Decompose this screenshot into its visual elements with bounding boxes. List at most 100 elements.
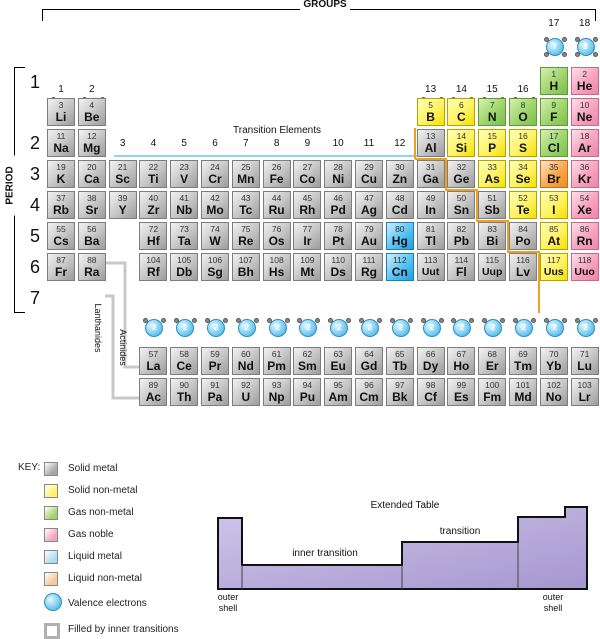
element-cell-pm[interactable]: 61Pm [262, 347, 291, 375]
element-cell-cd[interactable]: 48Cd [385, 191, 414, 219]
element-cell-cf[interactable]: 98Cf [416, 378, 445, 406]
element-cell-ds[interactable]: 110Ds [324, 253, 353, 281]
element-cell-zn[interactable]: 30Zn [385, 160, 414, 188]
element-cell-no[interactable]: 102No [539, 378, 568, 406]
element-cell-te[interactable]: 52Te [509, 191, 537, 219]
element-cell-b[interactable]: 5B [416, 98, 445, 126]
element-cell-be[interactable]: 4Be [77, 98, 106, 126]
element-cell-pb[interactable]: 82Pb [447, 222, 476, 250]
element-cell-pt[interactable]: 78Pt [324, 222, 353, 250]
element-cell-yb[interactable]: 70Yb [539, 347, 568, 375]
element-cell-al[interactable]: 13Al [416, 129, 445, 157]
element-cell-sr[interactable]: 38Sr [77, 191, 106, 219]
element-cell-nb[interactable]: 41Nb [170, 191, 199, 219]
element-cell-uup[interactable]: 115Uup [478, 253, 507, 281]
element-cell-n[interactable]: 7N [478, 98, 507, 126]
element-cell-ni[interactable]: 28Ni [324, 160, 353, 188]
element-cell-cr[interactable]: 24Cr [201, 160, 229, 188]
element-cell-pr[interactable]: 59Pr [201, 347, 229, 375]
element-cell-rn[interactable]: 86Rn [570, 222, 599, 250]
element-cell-ti[interactable]: 22Ti [139, 160, 168, 188]
element-cell-li[interactable]: 3Li [47, 98, 75, 126]
element-cell-hg[interactable]: 80Hg [385, 222, 414, 250]
element-cell-w[interactable]: 74W [201, 222, 229, 250]
element-cell-xe[interactable]: 54Xe [570, 191, 599, 219]
element-cell-re[interactable]: 75Re [231, 222, 260, 250]
element-cell-au[interactable]: 79Au [355, 222, 383, 250]
element-cell-i[interactable]: 53I [539, 191, 568, 219]
element-cell-la[interactable]: 57La [139, 347, 168, 375]
element-cell-ta[interactable]: 73Ta [170, 222, 199, 250]
element-cell-uuo[interactable]: 118Uuo [570, 253, 599, 281]
element-cell-bi[interactable]: 83Bi [478, 222, 507, 250]
element-cell-he[interactable]: 2He [570, 67, 599, 95]
element-cell-sc[interactable]: 21Sc [108, 160, 137, 188]
element-cell-fr[interactable]: 87Fr [47, 253, 75, 281]
element-cell-cl[interactable]: 17Cl [539, 129, 568, 157]
element-cell-ba[interactable]: 56Ba [77, 222, 106, 250]
element-cell-tb[interactable]: 65Tb [385, 347, 414, 375]
element-cell-ge[interactable]: 32Ge [447, 160, 476, 188]
element-cell-ne[interactable]: 10Ne [570, 98, 599, 126]
element-cell-ce[interactable]: 58Ce [170, 347, 199, 375]
element-cell-br[interactable]: 35Br [539, 160, 568, 188]
element-cell-fe[interactable]: 26Fe [262, 160, 291, 188]
element-cell-fm[interactable]: 100Fm [478, 378, 507, 406]
element-cell-sn[interactable]: 50Sn [447, 191, 476, 219]
element-cell-in[interactable]: 49In [416, 191, 445, 219]
element-cell-co[interactable]: 27Co [293, 160, 322, 188]
element-cell-gd[interactable]: 64Gd [355, 347, 383, 375]
element-cell-cs[interactable]: 55Cs [47, 222, 75, 250]
element-cell-kr[interactable]: 36Kr [570, 160, 599, 188]
element-cell-cu[interactable]: 29Cu [355, 160, 383, 188]
element-cell-zr[interactable]: 40Zr [139, 191, 168, 219]
element-cell-u[interactable]: 92U [231, 378, 260, 406]
element-cell-p[interactable]: 15P [478, 129, 507, 157]
element-cell-sg[interactable]: 106Sg [201, 253, 229, 281]
element-cell-as[interactable]: 33As [478, 160, 507, 188]
element-cell-fl[interactable]: 114Fl [447, 253, 476, 281]
element-cell-rh[interactable]: 45Rh [293, 191, 322, 219]
element-cell-hf[interactable]: 72Hf [139, 222, 168, 250]
element-cell-ho[interactable]: 67Ho [447, 347, 476, 375]
element-cell-c[interactable]: 6C [447, 98, 476, 126]
element-cell-ca[interactable]: 20Ca [77, 160, 106, 188]
element-cell-ra[interactable]: 88Ra [77, 253, 106, 281]
element-cell-mn[interactable]: 25Mn [231, 160, 260, 188]
element-cell-th[interactable]: 90Th [170, 378, 199, 406]
element-cell-po[interactable]: 84Po [509, 222, 537, 250]
element-cell-se[interactable]: 34Se [509, 160, 537, 188]
element-cell-nd[interactable]: 60Nd [231, 347, 260, 375]
element-cell-ar[interactable]: 18Ar [570, 129, 599, 157]
element-cell-np[interactable]: 93Np [262, 378, 291, 406]
element-cell-tc[interactable]: 43Tc [231, 191, 260, 219]
element-cell-lu[interactable]: 71Lu [570, 347, 599, 375]
element-cell-md[interactable]: 101Md [509, 378, 537, 406]
element-cell-mo[interactable]: 42Mo [201, 191, 229, 219]
element-cell-sb[interactable]: 51Sb [478, 191, 507, 219]
element-cell-lv[interactable]: 116Lv [509, 253, 537, 281]
element-cell-am[interactable]: 95Am [324, 378, 353, 406]
element-cell-ru[interactable]: 44Ru [262, 191, 291, 219]
element-cell-lr[interactable]: 103Lr [570, 378, 599, 406]
element-cell-na[interactable]: 11Na [47, 129, 75, 157]
element-cell-ga[interactable]: 31Ga [416, 160, 445, 188]
element-cell-mt[interactable]: 109Mt [293, 253, 322, 281]
element-cell-os[interactable]: 76Os [262, 222, 291, 250]
element-cell-bk[interactable]: 97Bk [385, 378, 414, 406]
element-cell-ac[interactable]: 89Ac [139, 378, 168, 406]
element-cell-rf[interactable]: 104Rf [139, 253, 168, 281]
element-cell-dy[interactable]: 66Dy [416, 347, 445, 375]
element-cell-tm[interactable]: 69Tm [509, 347, 537, 375]
element-cell-sm[interactable]: 62Sm [293, 347, 322, 375]
element-cell-db[interactable]: 105Db [170, 253, 199, 281]
element-cell-uut[interactable]: 113Uut [416, 253, 445, 281]
element-cell-es[interactable]: 99Es [447, 378, 476, 406]
element-cell-pu[interactable]: 94Pu [293, 378, 322, 406]
element-cell-cm[interactable]: 96Cm [355, 378, 383, 406]
element-cell-hs[interactable]: 108Hs [262, 253, 291, 281]
element-cell-bh[interactable]: 107Bh [231, 253, 260, 281]
element-cell-f[interactable]: 9F [539, 98, 568, 126]
element-cell-v[interactable]: 23V [170, 160, 199, 188]
element-cell-er[interactable]: 68Er [478, 347, 507, 375]
